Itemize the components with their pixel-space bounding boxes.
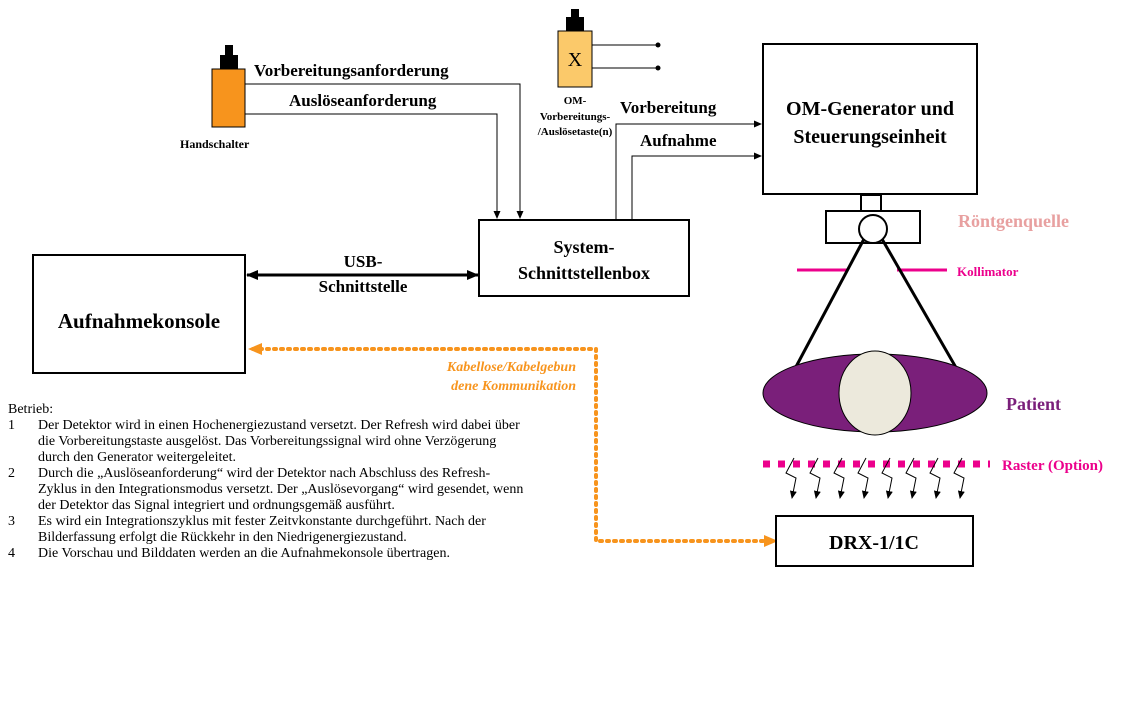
- xray-source-icon: [825, 194, 921, 244]
- step-number: 3: [8, 514, 15, 529]
- operation-step: 1 Der Detektor wird in einen Hochenergie…: [8, 418, 528, 466]
- operation-step: 4 Die Vorschau und Bilddaten werden an d…: [8, 546, 528, 562]
- exposure-request-label: Auslöseanforderung: [289, 91, 437, 110]
- console-label: Aufnahmekonsole: [58, 309, 220, 333]
- interface-box-label-2: Schnittstellenbox: [518, 263, 650, 283]
- usb-label-2: Schnittstelle: [319, 277, 408, 296]
- prep-signal-line: [615, 120, 762, 220]
- operation-step: 3 Es wird ein Integrationszyklus mit fes…: [8, 514, 528, 546]
- interface-box-label-1: System-: [554, 237, 615, 257]
- patient-label: Patient: [1006, 394, 1061, 414]
- patient-inner: [838, 350, 912, 436]
- grid-label: Raster (Option): [1002, 458, 1103, 474]
- beam-right: [880, 238, 964, 379]
- step-text: Der Detektor wird in einen Hochenergiezu…: [38, 418, 520, 465]
- wireless-arrow-left-icon: [248, 343, 262, 355]
- step-number: 4: [8, 546, 15, 561]
- operation-step: 2 Durch die „Auslöseanforderung“ wird de…: [8, 466, 528, 514]
- wireless-label-2: dene Kommunikation: [451, 379, 576, 394]
- step-text: Die Vorschau und Bilddaten werden an die…: [38, 546, 450, 561]
- step-number: 2: [8, 466, 15, 481]
- om-button-label-3: /Auslösetaste(n): [537, 126, 613, 138]
- om-button-label-2: Vorbereitungs-: [540, 111, 611, 123]
- source-label: Röntgenquelle: [958, 211, 1069, 231]
- detector-label: DRX-1/1C: [829, 532, 919, 554]
- wireless-arrow-right-icon: [764, 535, 778, 547]
- prep-request-label: Vorbereitungsanforderung: [254, 61, 449, 80]
- step-text: Es wird ein Integrationszyklus mit feste…: [38, 514, 486, 545]
- om-button-icon: X: [557, 9, 661, 88]
- interface-box: [478, 219, 690, 297]
- generator-box: [762, 43, 978, 195]
- operation-notes: Betrieb: 1 Der Detektor wird in einen Ho…: [8, 402, 528, 562]
- collimator-label: Kollimator: [957, 264, 1019, 279]
- console-box: [32, 254, 246, 374]
- wireless-link-line: [248, 347, 772, 543]
- grid-rays: [785, 457, 965, 499]
- om-button-label-1: OM-: [564, 95, 587, 107]
- prep-request-line: [245, 83, 524, 219]
- prep-signal-label: Vorbereitung: [620, 98, 717, 117]
- handswitch-icon: [211, 45, 246, 128]
- exposure-request-line: [245, 113, 501, 219]
- wireless-label-1: Kabellose/Kabelgebun: [446, 360, 576, 375]
- beam-left: [788, 238, 866, 379]
- usb-label-1: USB-: [344, 252, 383, 271]
- svg-text:X: X: [568, 49, 583, 71]
- step-number: 1: [8, 418, 15, 433]
- generator-label-1: OM-Generator und: [786, 98, 954, 120]
- exposure-signal-label: Aufnahme: [640, 131, 717, 150]
- detector-box: [775, 515, 974, 567]
- operation-heading: Betrieb:: [8, 402, 54, 417]
- exposure-signal-line: [631, 152, 762, 220]
- step-text: Durch die „Auslöseanforderung“ wird der …: [38, 466, 524, 513]
- generator-label-2: Steuerungseinheit: [793, 126, 947, 148]
- handswitch-label: Handschalter: [180, 137, 250, 151]
